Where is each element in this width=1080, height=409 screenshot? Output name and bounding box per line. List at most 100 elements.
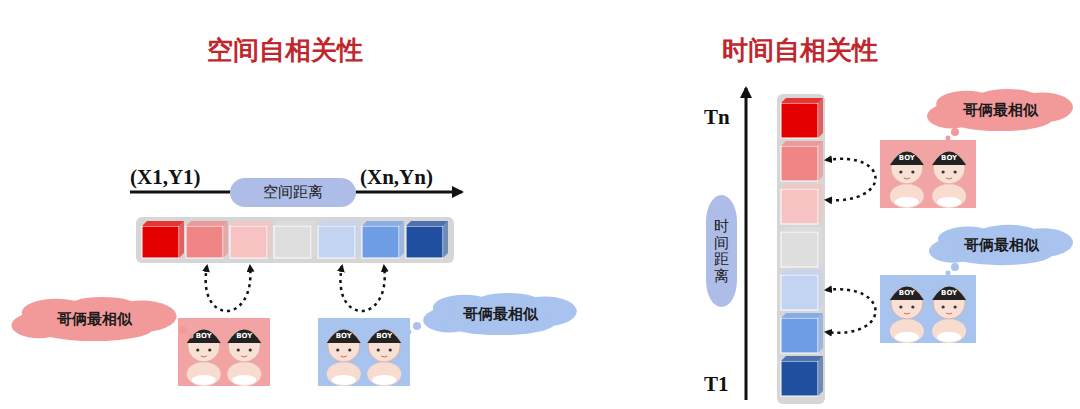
- baby-cap: [890, 152, 924, 166]
- cube-top: [781, 227, 823, 232]
- time-mark: T1: [704, 374, 729, 395]
- baby-body: [367, 362, 401, 386]
- cap-text: BOY: [196, 332, 213, 340]
- color-cube: [362, 226, 399, 258]
- baby-cap: [890, 287, 924, 301]
- eye: [348, 348, 351, 351]
- baby-cap: [187, 330, 221, 344]
- cap-text: BOY: [899, 154, 916, 162]
- baby-head: [328, 330, 360, 362]
- similarity-arrow: [826, 289, 876, 333]
- color-cube: [274, 226, 311, 258]
- cube-top: [186, 221, 228, 226]
- diaper: [895, 197, 919, 207]
- mouth: [904, 313, 910, 314]
- color-cube: [781, 361, 818, 396]
- coordinate: (Xn,Yn): [360, 167, 433, 188]
- cube-top: [781, 270, 823, 275]
- cube-side: [818, 184, 823, 224]
- diaper: [937, 197, 961, 207]
- baby-photo: [318, 318, 410, 386]
- mouth: [341, 356, 347, 357]
- color-cube: [186, 226, 223, 258]
- cloud-tail: [946, 136, 951, 141]
- eye: [942, 170, 945, 173]
- diaper: [937, 332, 961, 342]
- cap-text: BOY: [376, 332, 393, 340]
- eye: [249, 348, 252, 351]
- cube-side: [818, 141, 823, 181]
- eye: [899, 170, 902, 173]
- cube-top: [362, 221, 404, 226]
- baby-cap: [367, 330, 401, 344]
- color-cube: [230, 226, 267, 258]
- diaper: [372, 375, 396, 385]
- eye: [196, 348, 199, 351]
- mouth: [381, 356, 387, 357]
- color-cube: [781, 318, 818, 353]
- baby-body: [187, 362, 221, 386]
- eye: [899, 305, 902, 308]
- color-cube: [781, 146, 818, 181]
- cube-side: [267, 221, 272, 258]
- baby-photo: [880, 275, 976, 343]
- speech-cloud: 哥俩最相似: [420, 292, 580, 336]
- cloud-tail: [413, 322, 421, 330]
- node-text: 时间距离: [714, 218, 729, 284]
- color-cube: [781, 189, 818, 224]
- cloud-tail: [951, 263, 959, 271]
- speech-cloud: 哥俩最相似: [8, 296, 180, 342]
- baby-cap: [932, 287, 966, 301]
- cube-side: [399, 221, 404, 258]
- color-cube: [781, 275, 818, 310]
- node-text: 哥俩最相似: [463, 305, 538, 324]
- time-axis: [745, 88, 748, 400]
- cube-top: [781, 356, 823, 361]
- cube-side: [818, 356, 823, 396]
- cloud-tail: [951, 128, 959, 136]
- baby-body: [327, 362, 361, 386]
- eye: [911, 170, 914, 173]
- node-text: 哥俩最相似: [963, 101, 1038, 120]
- eye: [911, 305, 914, 308]
- eye: [336, 348, 339, 351]
- eye: [389, 348, 392, 351]
- baby-photo: [880, 140, 976, 208]
- diaper: [192, 375, 216, 385]
- color-cube: [781, 232, 818, 267]
- baby-cap: [227, 330, 261, 344]
- baby-photo: [178, 318, 270, 386]
- eye: [954, 170, 957, 173]
- time-mark: Tn: [704, 107, 730, 128]
- axis-pill: 空间距离: [230, 178, 356, 207]
- similarity-arrow: [206, 266, 251, 311]
- baby-body: [890, 184, 924, 208]
- cube-side: [355, 221, 360, 258]
- panel-title: 时间自相关性: [722, 37, 878, 63]
- similarity-arrow: [340, 266, 384, 311]
- cube-top: [230, 221, 272, 226]
- baby-head: [933, 287, 965, 319]
- eye: [237, 348, 240, 351]
- cube-side: [311, 221, 316, 258]
- cube-side: [818, 313, 823, 353]
- mouth: [946, 313, 952, 314]
- cube-side: [818, 98, 823, 138]
- color-cube: [406, 226, 443, 258]
- baby-head: [368, 330, 400, 362]
- cube-top: [781, 184, 823, 189]
- cube-side: [818, 270, 823, 310]
- cube-side: [818, 227, 823, 267]
- baby-cap: [327, 330, 361, 344]
- diaper: [332, 375, 356, 385]
- baby-head: [933, 152, 965, 184]
- mouth: [946, 178, 952, 179]
- cube-top: [781, 313, 823, 318]
- mouth: [201, 356, 207, 357]
- cube-top: [781, 141, 823, 146]
- cube-tray: [136, 217, 454, 263]
- baby-body: [932, 184, 966, 208]
- cube-top: [142, 221, 184, 226]
- baby-body: [890, 319, 924, 343]
